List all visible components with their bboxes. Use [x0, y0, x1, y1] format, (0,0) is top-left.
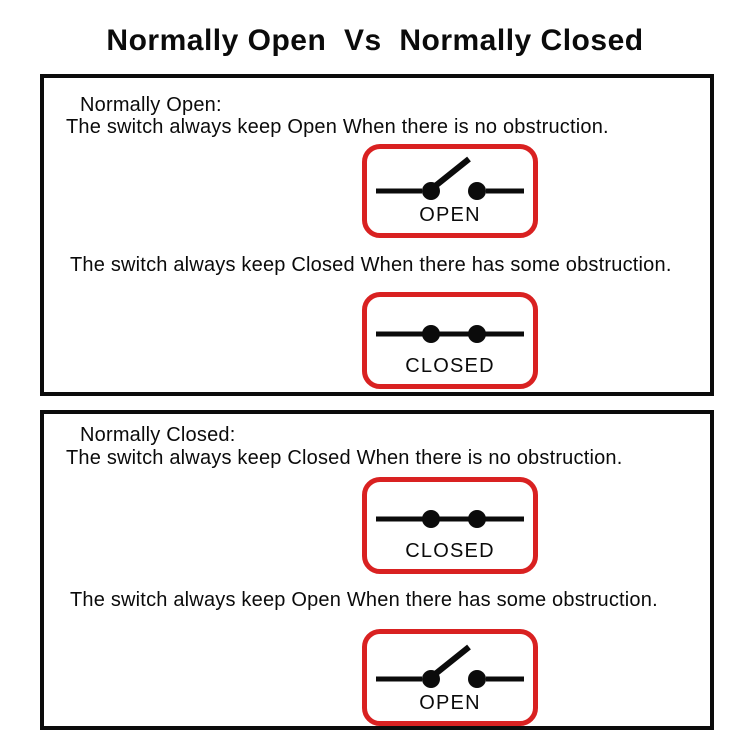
switch-card-closed: CLOSED	[362, 292, 538, 389]
switch-card-open: OPEN	[362, 144, 538, 238]
switch-state-label: OPEN	[419, 692, 481, 714]
switch-card-closed: CLOSED	[362, 477, 538, 574]
switch-state-label: CLOSED	[405, 355, 495, 377]
switch-card-open: OPEN	[362, 629, 538, 726]
closed-switch-icon	[376, 325, 524, 343]
section-heading: Normally Open:	[80, 94, 222, 116]
switch-state-label: CLOSED	[405, 540, 495, 562]
description-has-obstruction: The switch always keep Open When there h…	[70, 589, 658, 611]
closed-switch-icon	[376, 510, 524, 528]
description-has-obstruction: The switch always keep Closed When there…	[70, 254, 672, 276]
section-normally-closed: Normally Closed: The switch always keep …	[40, 410, 714, 730]
section-heading: Normally Closed:	[80, 424, 236, 446]
section-normally-open: Normally Open: The switch always keep Op…	[40, 74, 714, 396]
page-title: Normally Open Vs Normally Closed	[106, 24, 644, 57]
open-switch-icon	[376, 644, 524, 688]
switch-state-label: OPEN	[419, 204, 481, 226]
description-no-obstruction: The switch always keep Closed When there…	[66, 447, 623, 469]
description-no-obstruction: The switch always keep Open When there i…	[66, 116, 609, 138]
open-switch-icon	[376, 156, 524, 200]
